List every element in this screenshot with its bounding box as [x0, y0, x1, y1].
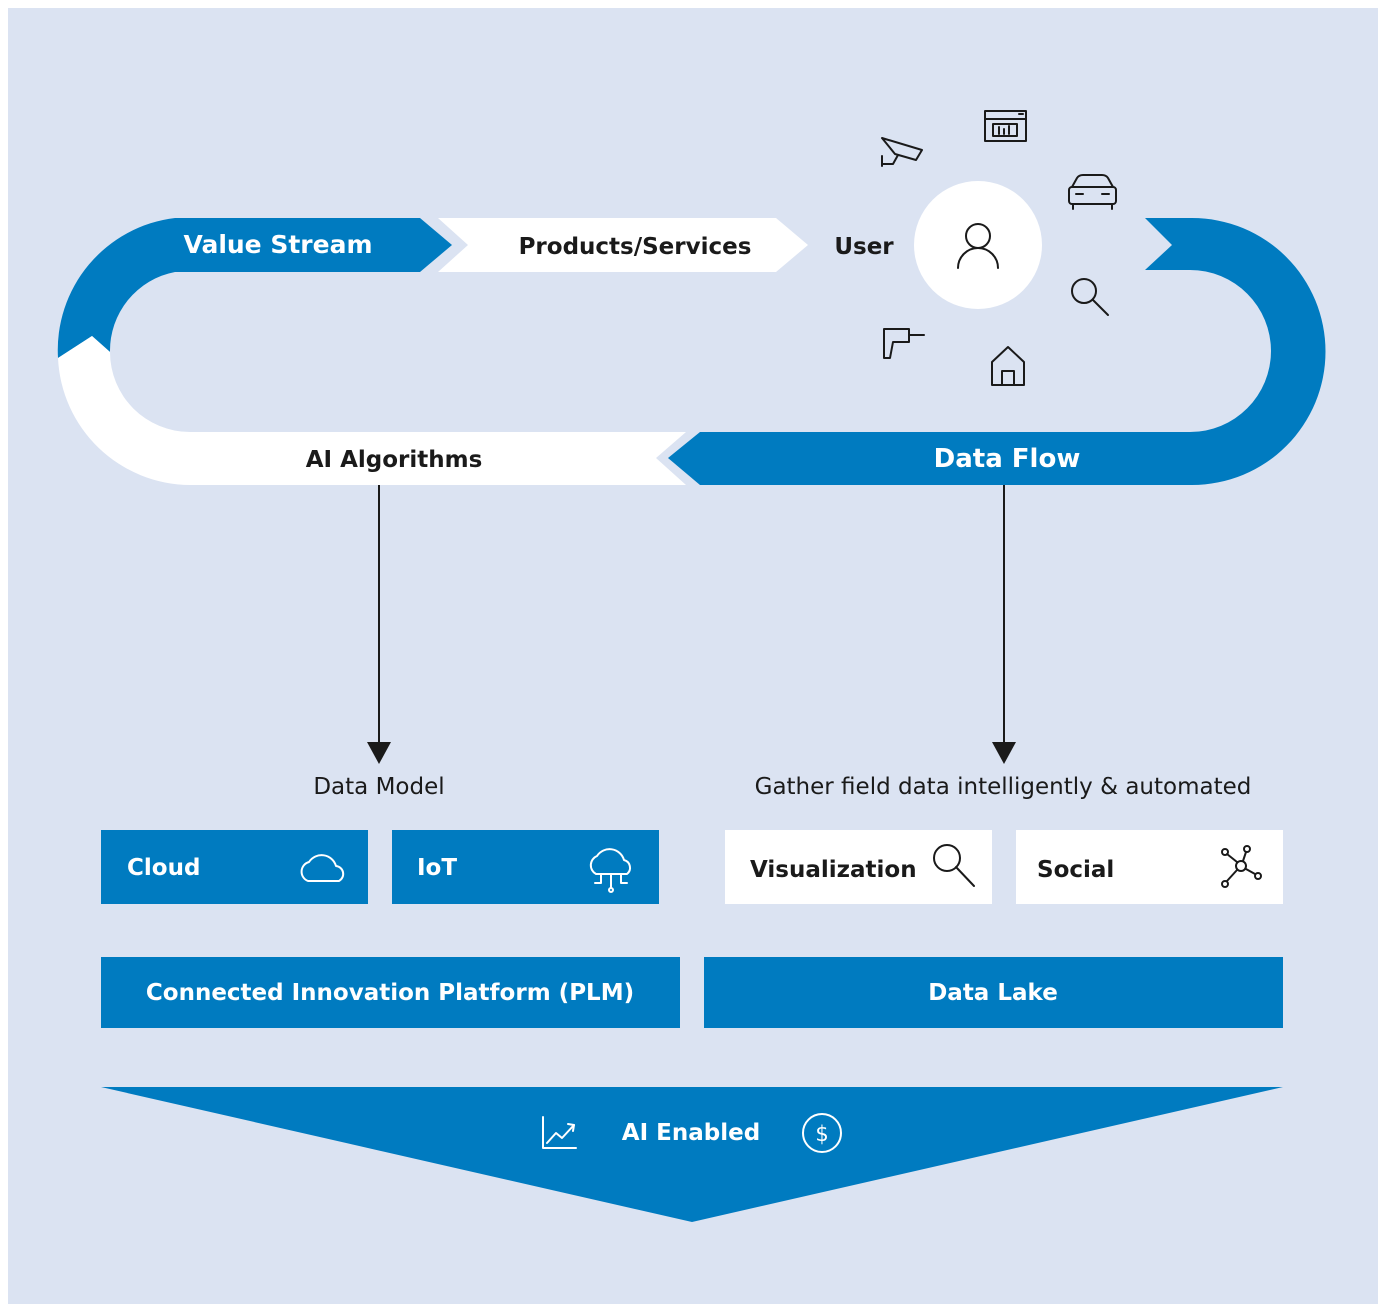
value-stream-arc [57, 218, 175, 358]
ai-enabled-banner [101, 1087, 1283, 1222]
value-stream-label: Value Stream [183, 230, 372, 259]
data-flow-arc [1145, 218, 1326, 485]
home-icon [991, 346, 1025, 386]
visualization-box [725, 830, 992, 904]
gather-field-data-label: Gather field data intelligently & automa… [755, 774, 1252, 800]
visualization-search-icon [933, 844, 975, 887]
car-icon [1068, 174, 1117, 210]
ai-algorithms-band [190, 432, 686, 485]
data-lake-box [704, 957, 1283, 1028]
products-services-label: Products/Services [519, 234, 752, 260]
iot-box [392, 830, 659, 904]
products-services-band [438, 218, 808, 272]
dashboard-icon [984, 110, 1027, 142]
data-flow-label: Data Flow [934, 444, 1081, 474]
social-box [1016, 830, 1283, 904]
dollar-coin-icon: $ [802, 1113, 842, 1153]
plm-label: Connected Innovation Platform (PLM) [146, 980, 634, 1006]
cloud-label: Cloud [127, 855, 200, 881]
ai-algorithms-label: AI Algorithms [306, 447, 483, 473]
user-icon [957, 223, 999, 269]
data-flow-band [668, 432, 1192, 485]
cloud-icon [300, 854, 345, 882]
iot-label: IoT [417, 855, 457, 881]
ai-algorithms-arc [58, 336, 190, 485]
data-model-label: Data Model [313, 774, 444, 800]
cloud-box [101, 830, 368, 904]
iot-cloud-icon [589, 848, 631, 893]
search-icon [1071, 278, 1109, 316]
data-flow-to-gather-data-arrow [992, 485, 1016, 764]
trend-chart-icon [542, 1116, 577, 1149]
value-stream-band [175, 218, 452, 272]
user-label: User [834, 234, 894, 260]
security-camera-icon [881, 137, 923, 167]
drill-icon [883, 328, 925, 359]
user-avatar-circle [914, 181, 1042, 309]
visualization-label: Visualization [750, 857, 917, 883]
ai-algorithms-to-data-model-arrow [367, 485, 391, 764]
plm-box [101, 957, 680, 1028]
data-lake-label: Data Lake [928, 980, 1058, 1006]
ai-enabled-label: AI Enabled [622, 1120, 760, 1146]
social-network-icon [1221, 845, 1262, 888]
svg-text:$: $ [815, 1122, 828, 1146]
social-label: Social [1037, 857, 1114, 883]
